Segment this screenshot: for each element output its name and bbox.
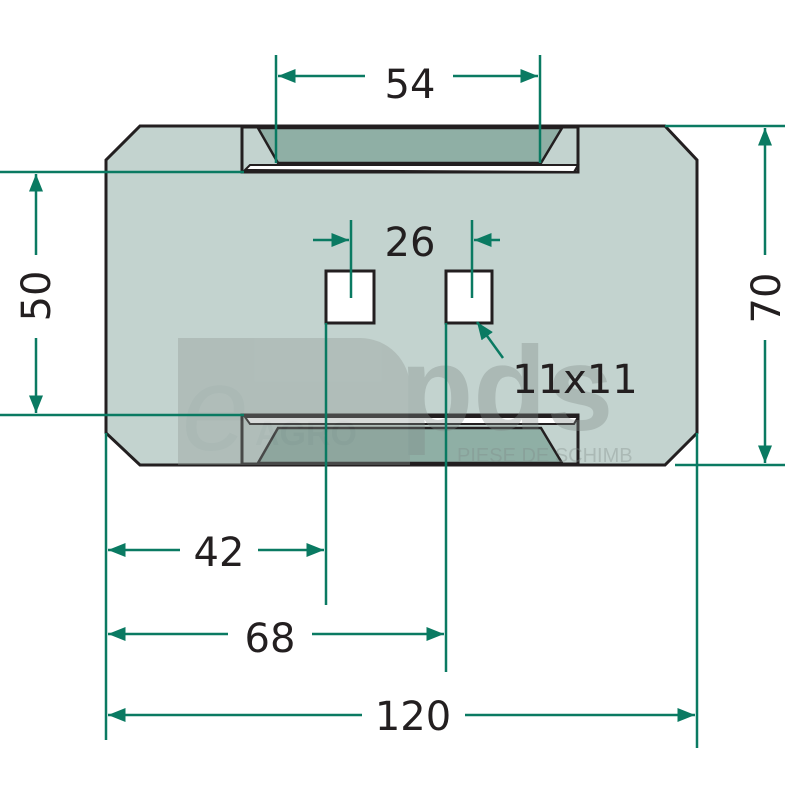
svg-text:PIESE DE SCHIMB: PIESE DE SCHIMB <box>457 445 633 467</box>
svg-text:e: e <box>182 342 249 476</box>
dimension-42: 42 <box>108 530 324 576</box>
svg-text:68: 68 <box>245 616 296 662</box>
svg-text:50: 50 <box>14 271 60 322</box>
dimension-hole-size: 11x11 <box>475 321 638 403</box>
svg-text:26: 26 <box>385 220 436 266</box>
dimension-26: 26 <box>313 220 500 298</box>
dimension-68: 68 <box>108 616 444 662</box>
top-slot <box>240 125 580 174</box>
plate <box>104 124 699 467</box>
svg-text:120: 120 <box>375 694 451 740</box>
svg-text:54: 54 <box>385 62 436 108</box>
dimension-70: 70 <box>665 124 790 467</box>
dimension-54: 54 <box>274 55 542 163</box>
bottom-slot <box>240 413 580 466</box>
watermark-logo: e AGRO pds PIESE DE SCHIMB <box>178 322 633 476</box>
dimension-50: 50 <box>0 170 244 417</box>
svg-text:AGRO: AGRO <box>255 415 357 453</box>
square-hole-right <box>444 269 494 325</box>
svg-text:42: 42 <box>194 530 245 576</box>
svg-text:70: 70 <box>744 273 790 324</box>
svg-text:pds: pds <box>400 322 613 456</box>
svg-text:11x11: 11x11 <box>512 357 637 403</box>
dimension-120: 120 <box>108 694 695 740</box>
